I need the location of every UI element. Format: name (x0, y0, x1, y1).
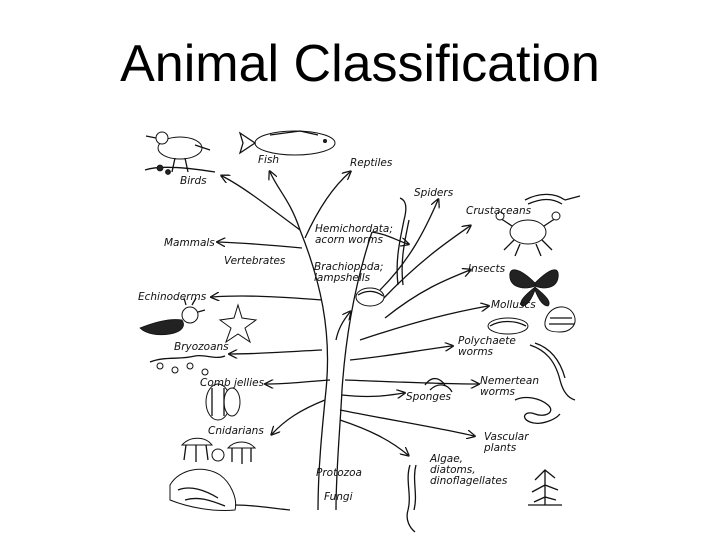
branch-algae (339, 419, 408, 455)
label-sponges: Sponges (406, 391, 452, 403)
branch-polychaete (349, 346, 452, 361)
label-molluscs: Molluscs (491, 299, 536, 311)
branch-crustaceans (381, 226, 470, 301)
jellyfish-illustration (169, 468, 291, 511)
starfish-illustration (218, 303, 258, 344)
label-comb-jellies: Comb jellies (200, 377, 265, 389)
label-acorn-worms: acorn worms (315, 234, 383, 246)
bryozoan-illustration (149, 354, 226, 376)
label-polychaete-worms: worms (458, 346, 494, 358)
acorn-worm-illustration (396, 197, 410, 286)
branch-cnidarians (272, 399, 326, 434)
label-vascular: Vascular (484, 431, 529, 443)
branch-birds (222, 176, 301, 231)
branch-reptiles (304, 172, 350, 239)
label-crustaceans: Crustaceans (466, 205, 532, 217)
cnidarian-illustration (180, 437, 257, 464)
sponge-illustration (424, 377, 453, 393)
label-cnidarians: Cnidarians (208, 425, 264, 437)
branch-echinoderms (212, 296, 323, 300)
shrimp-illustration (524, 193, 581, 205)
label-hemichordata: Hemichordata; (315, 223, 393, 235)
branch-fish (270, 172, 301, 231)
comb-jelly-illustration (205, 383, 241, 421)
branch-molluscs (359, 306, 488, 341)
slide-title: Animal Classification (120, 35, 600, 93)
clam-illustration (544, 306, 576, 333)
label-spiders: Spiders (414, 187, 454, 199)
label-mammals: Mammals (164, 237, 215, 249)
label-fish: Fish (258, 154, 279, 166)
branch-vascular (339, 409, 474, 436)
label-protozoa: Protozoa (316, 467, 362, 479)
lampshell-illustration (355, 287, 385, 307)
label-fungi: Fungi (324, 491, 353, 503)
echinoderm-illustration (139, 297, 206, 336)
branch-comb-jellies (266, 379, 331, 384)
nemertean-worm-illustration (514, 396, 561, 424)
algae-illustration (406, 464, 417, 533)
label-lampshells: lampshells (314, 272, 371, 284)
crab-illustration (495, 211, 561, 257)
label-insects: Insects (468, 263, 506, 275)
label-birds: Birds (180, 175, 207, 187)
branch-spiders (379, 200, 438, 291)
tree-trunk (299, 229, 373, 511)
bird-illustration (144, 131, 216, 175)
label-polychaete: Polychaete (458, 335, 516, 347)
branch-mammals (218, 242, 303, 249)
label-nemertean: Nemertean (480, 375, 539, 387)
label-diatoms: diatoms, (430, 464, 476, 476)
label-reptiles: Reptiles (350, 157, 393, 169)
branch-sponges (341, 393, 404, 396)
branch-brachiopoda (335, 312, 350, 341)
label-nemertean-worms: worms (480, 386, 516, 398)
branch-insects (384, 270, 470, 319)
branch-bryozoans (230, 349, 323, 354)
label-vertebrates: Vertebrates (224, 255, 286, 267)
vascular-plant-illustration (528, 469, 562, 506)
tree-branches (212, 172, 488, 455)
butterfly-illustration (509, 269, 559, 307)
label-brachiopoda: Brachiopoda; (314, 261, 383, 273)
fish-illustration (238, 130, 336, 156)
label-plants: plants (483, 442, 517, 454)
branch-nemertean (344, 379, 478, 384)
mussel-illustration (487, 317, 529, 335)
label-algae: Algae, (429, 453, 463, 465)
label-dinoflagellates: dinoflagellates (430, 475, 508, 487)
label-bryozoans: Bryozoans (174, 341, 229, 353)
polychaete-worm-illustration (529, 342, 576, 401)
label-echinoderms: Echinoderms (138, 291, 207, 303)
